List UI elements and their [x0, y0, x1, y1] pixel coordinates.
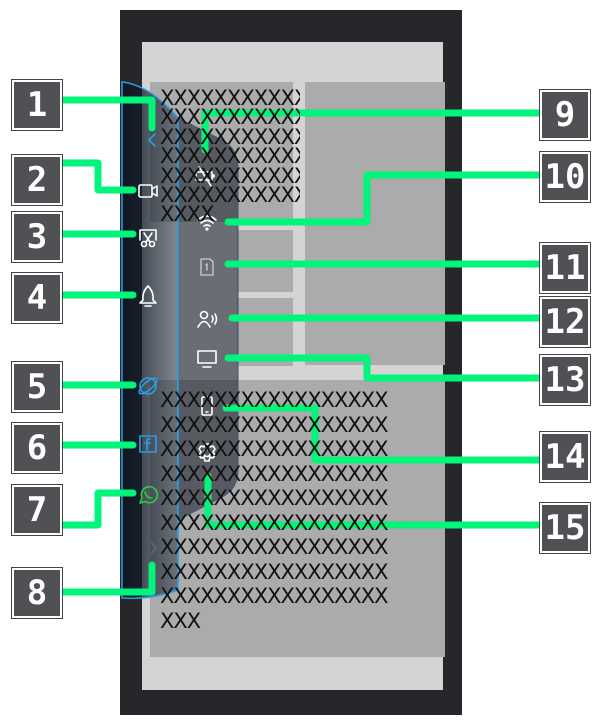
- chevron-left-icon[interactable]: [148, 133, 156, 147]
- callout-line-13: [224, 354, 544, 382]
- text-line: XXXXXXXXXXXXXXXXX: [160, 561, 389, 582]
- text-line: XXXXXXXXXXXXXXXXX: [160, 586, 389, 606]
- battery-off-icon[interactable]: [195, 166, 215, 187]
- callout-label-8: 8: [11, 567, 63, 619]
- text-line: XXXXXXXXXXXXXXXXX: [160, 414, 389, 435]
- callout-line-14: [222, 404, 544, 464]
- callout-line-9: [201, 109, 544, 154]
- callout-line-1: [56, 96, 156, 132]
- callout-line-8: [58, 561, 156, 596]
- rocket-icon[interactable]: [139, 285, 157, 307]
- browser-icon[interactable]: [137, 376, 159, 396]
- callout-line-15: [204, 472, 544, 529]
- sim-card-icon[interactable]: [200, 258, 214, 276]
- callout-label-15: 15: [539, 502, 591, 554]
- callout-label-4: 4: [11, 272, 63, 324]
- text-line: XXXXXXXXXXXXXXXXX: [160, 488, 389, 508]
- text-line: XXXXXXXXXXX: [160, 146, 300, 167]
- screenshot-scissors-icon[interactable]: [139, 229, 157, 248]
- callout-label-14: 14: [539, 431, 591, 483]
- callout-label-9: 9: [539, 89, 591, 141]
- text-line: XXXXXXXXXXXXXXXXX: [160, 512, 389, 533]
- chevron-right-icon[interactable]: [150, 541, 157, 555]
- wifi-icon[interactable]: [197, 215, 217, 231]
- whatsapp-icon[interactable]: [139, 485, 159, 504]
- video-camera-icon[interactable]: [138, 184, 158, 198]
- text-line: XXXXXXXXXXX: [160, 165, 300, 186]
- text-line: XXX: [160, 610, 201, 631]
- callout-label-1: 1: [11, 79, 63, 131]
- callout-label-13: 13: [539, 354, 591, 406]
- text-line: XXXXXXXXXXX: [160, 185, 300, 205]
- callout-label-10: 10: [539, 151, 591, 203]
- callout-label-5: 5: [11, 361, 63, 413]
- text-line: XXXXXXXXXXXXXXXXX: [160, 439, 389, 459]
- text-line: XXXXXXXXXXX: [160, 107, 300, 128]
- text-line: XXXX: [160, 204, 215, 225]
- callout-label-2: 2: [11, 154, 63, 206]
- callout-line-10: [224, 171, 544, 226]
- phone-icon[interactable]: [201, 396, 213, 416]
- callout-line-2: [58, 159, 137, 194]
- monitor-icon[interactable]: [197, 350, 217, 368]
- text-line: XXXXXXXXXXXXXXXXX: [160, 537, 389, 557]
- facebook-icon[interactable]: [139, 435, 157, 453]
- voice-person-icon[interactable]: [197, 310, 218, 328]
- callout-label-11: 11: [539, 242, 591, 294]
- text-line: XXXXXXXXXXXXXXXXX: [160, 463, 389, 484]
- text-line: XXXXXXXXXXX: [160, 126, 300, 147]
- callout-label-7: 7: [11, 484, 63, 536]
- callout-line-7: [58, 489, 137, 529]
- callout-label-3: 3: [11, 211, 63, 263]
- text-line: XXXXXXXXXXX: [160, 88, 300, 108]
- quick-settings-panel: [177, 117, 239, 521]
- text-line: XXXXXXXXXXXXXXXXX: [160, 390, 389, 410]
- gear-icon[interactable]: [198, 443, 216, 462]
- callout-label-6: 6: [11, 422, 63, 474]
- callout-label-12: 12: [539, 296, 591, 348]
